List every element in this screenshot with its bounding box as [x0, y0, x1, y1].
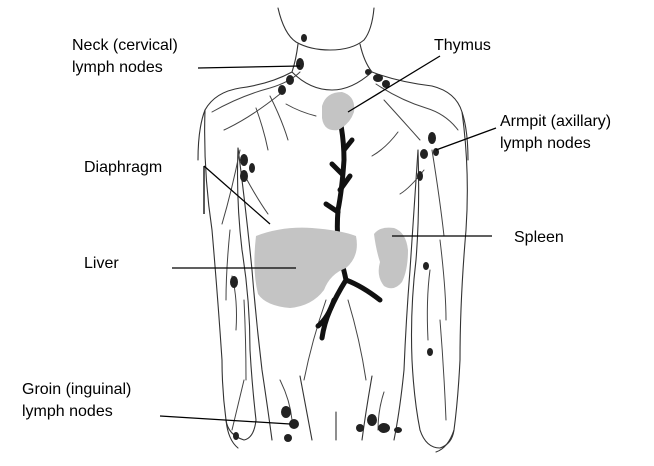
lymph-node	[249, 163, 255, 173]
lymph-node	[427, 348, 433, 356]
neck-leader-line	[198, 66, 300, 68]
lymph-node	[240, 154, 248, 166]
lymph-node	[428, 132, 436, 144]
lymph-node	[301, 34, 307, 42]
lymph-node	[233, 432, 239, 440]
lymph-node	[240, 170, 248, 182]
lymph-node	[356, 424, 364, 432]
groin-leader-line	[160, 416, 290, 424]
lymph-node	[286, 75, 294, 85]
lymph-node	[365, 69, 371, 75]
lymph-node	[296, 58, 304, 70]
neck-label-line2: lymph nodes	[72, 58, 163, 78]
neck-label-line1: Neck (cervical)	[72, 36, 178, 56]
lymph-node	[278, 85, 286, 95]
thymus-label: Thymus	[434, 36, 491, 56]
organs	[254, 92, 408, 308]
lymph-node	[289, 419, 299, 429]
armpit-label-line1: Armpit (axillary)	[500, 112, 611, 132]
lymph-node	[230, 276, 238, 288]
lymph-node	[281, 406, 291, 418]
lymph-node	[420, 149, 428, 159]
thoracic-duct	[318, 120, 380, 338]
lymph-node	[367, 414, 377, 426]
diaphragm-label: Diaphragm	[84, 158, 162, 178]
lymph-node	[284, 434, 292, 442]
spleen-organ	[374, 228, 408, 289]
body-outline	[198, 8, 468, 452]
lymph-node	[423, 262, 429, 270]
liver-label: Liver	[84, 254, 119, 274]
lymph-node	[417, 171, 423, 181]
armpit-label-line2: lymph nodes	[500, 134, 591, 154]
thymus-leader-line	[348, 56, 440, 112]
groin-label-line1: Groin (inguinal)	[22, 380, 131, 400]
groin-label-line2: lymph nodes	[22, 402, 113, 422]
lymph-node	[394, 427, 402, 433]
spleen-label: Spleen	[514, 228, 564, 248]
lymph-node	[373, 74, 383, 82]
lymph-node	[378, 423, 390, 433]
